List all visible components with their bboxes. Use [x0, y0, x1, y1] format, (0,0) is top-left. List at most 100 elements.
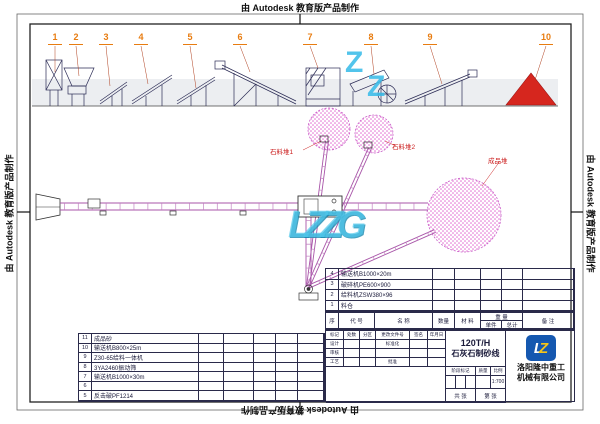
table-cell [360, 349, 376, 358]
part-name: 破碎机PE600×900 [339, 279, 433, 290]
product-pile-label: 成品堆 [488, 158, 508, 165]
table-cell [276, 381, 298, 392]
lzzg-watermark-z2: Z [367, 70, 386, 103]
header-material: 材 料 [455, 313, 481, 329]
part-name: 料仓 [339, 300, 433, 311]
table-cell [410, 349, 428, 358]
table-cell [298, 362, 324, 373]
tb-mark: 标记 [326, 331, 344, 340]
part-name: 输送机B1000×20m [339, 269, 433, 280]
table-cell [360, 358, 376, 367]
table-cell [502, 290, 523, 301]
table-cell [298, 353, 324, 363]
tb-sheet-no: 第 张 [476, 389, 506, 403]
autodesk-watermark-right: 由 Autodesk 教育版产品制作 [585, 154, 596, 273]
stone-pile-2-circle [354, 114, 394, 154]
table-cell [254, 391, 276, 401]
table-cell [466, 376, 476, 389]
table-cell [410, 358, 428, 367]
table-cell [254, 343, 276, 354]
callout-number-4: 4 [134, 31, 148, 45]
table-cell [224, 372, 254, 382]
part-no: 6 [79, 381, 92, 392]
table-cell [199, 334, 224, 344]
table-cell [456, 376, 466, 389]
table-cell [276, 362, 298, 373]
tb-count: 处数 [344, 331, 360, 340]
table-cell [433, 290, 455, 301]
callout-number-5: 5 [183, 31, 197, 45]
tb-mass: 质量 [476, 367, 491, 376]
table-cell [428, 349, 446, 358]
product-pile-circle [426, 177, 502, 253]
table-cell [254, 362, 276, 373]
elevation-band [32, 79, 558, 106]
part-no: 3 [326, 279, 339, 290]
table-cell [455, 269, 481, 280]
part-no: 9 [79, 353, 92, 363]
part-no: 5 [79, 391, 92, 401]
tb-sign: 签名 [410, 331, 428, 340]
lzzg-watermark-center: LZZG [288, 204, 366, 246]
parts-list-upper: 4 输送机B1000×20m 3 破碎机PE600×900 2 给料机ZSW38… [325, 268, 575, 312]
drawing-title: 120T/H 石灰石制砂线 [446, 331, 506, 367]
table-cell [254, 334, 276, 344]
tb-design: 设计 [326, 340, 344, 349]
table-cell [502, 300, 523, 311]
header-code: 代 号 [339, 313, 375, 329]
table-cell [199, 372, 224, 382]
table-cell [276, 372, 298, 382]
table-cell [476, 376, 491, 389]
lzzg-logo: L Z [526, 335, 556, 361]
part-name: 给料机ZSW380×96 [339, 290, 433, 301]
company-name-line2: 机械有限公司 [517, 372, 565, 382]
sheet-frame [16, 13, 584, 411]
table-cell [481, 269, 502, 280]
part-no: 8 [79, 362, 92, 373]
tb-scale-value: 1:700 [491, 376, 506, 389]
table-cell [254, 381, 276, 392]
callout-number-1: 1 [48, 31, 62, 45]
table-cell [455, 290, 481, 301]
part-name [92, 381, 199, 392]
table-cell [199, 381, 224, 392]
table-cell [344, 349, 360, 358]
stockpile-triangle [505, 72, 557, 106]
table-cell [455, 300, 481, 311]
table-cell [224, 391, 254, 401]
tb-date: 年月日 [428, 331, 446, 340]
header-name: 名 称 [375, 313, 433, 329]
callout-number-6: 6 [233, 31, 247, 45]
table-cell [502, 279, 523, 290]
part-name: 成品砂 [92, 334, 199, 344]
table-cell [298, 372, 324, 382]
part-name: 反击破PF1214 [92, 391, 199, 401]
table-cell [224, 381, 254, 392]
callout-number-2: 2 [69, 31, 83, 45]
part-no: 2 [326, 290, 339, 301]
table-cell [224, 343, 254, 354]
tb-approve: 批准 [376, 358, 410, 367]
stone-pile-2-label: 石料堆2 [392, 144, 416, 151]
part-no: 10 [79, 343, 92, 354]
parts-list-lower: 11 成品砂 10 输送机B800×25m 9 Z30-65给料一体机 8 3Y… [78, 333, 325, 402]
stone-pile-1-circle [307, 107, 351, 151]
equipment-elevation [32, 59, 558, 107]
part-name: 输送机B1000×30m [92, 372, 199, 382]
table-cell [523, 269, 574, 280]
table-cell [446, 376, 456, 389]
table-cell [298, 381, 324, 392]
table-cell [523, 290, 574, 301]
parts-list-header: 序 代 号 名 称 数量 材 料 重 量 单件 总计 备 注 [325, 312, 575, 330]
table-cell [344, 340, 360, 349]
part-name: 输送机B800×25m [92, 343, 199, 354]
lzzg-watermark-z1: Z [345, 46, 364, 79]
table-cell [481, 300, 502, 311]
header-unit: 单件 [481, 321, 502, 329]
header-seq: 序 [326, 313, 339, 329]
table-cell [276, 343, 298, 354]
part-no: 7 [79, 372, 92, 382]
drawing-title-line2: 石灰石制砂线 [451, 349, 500, 358]
table-cell [455, 279, 481, 290]
